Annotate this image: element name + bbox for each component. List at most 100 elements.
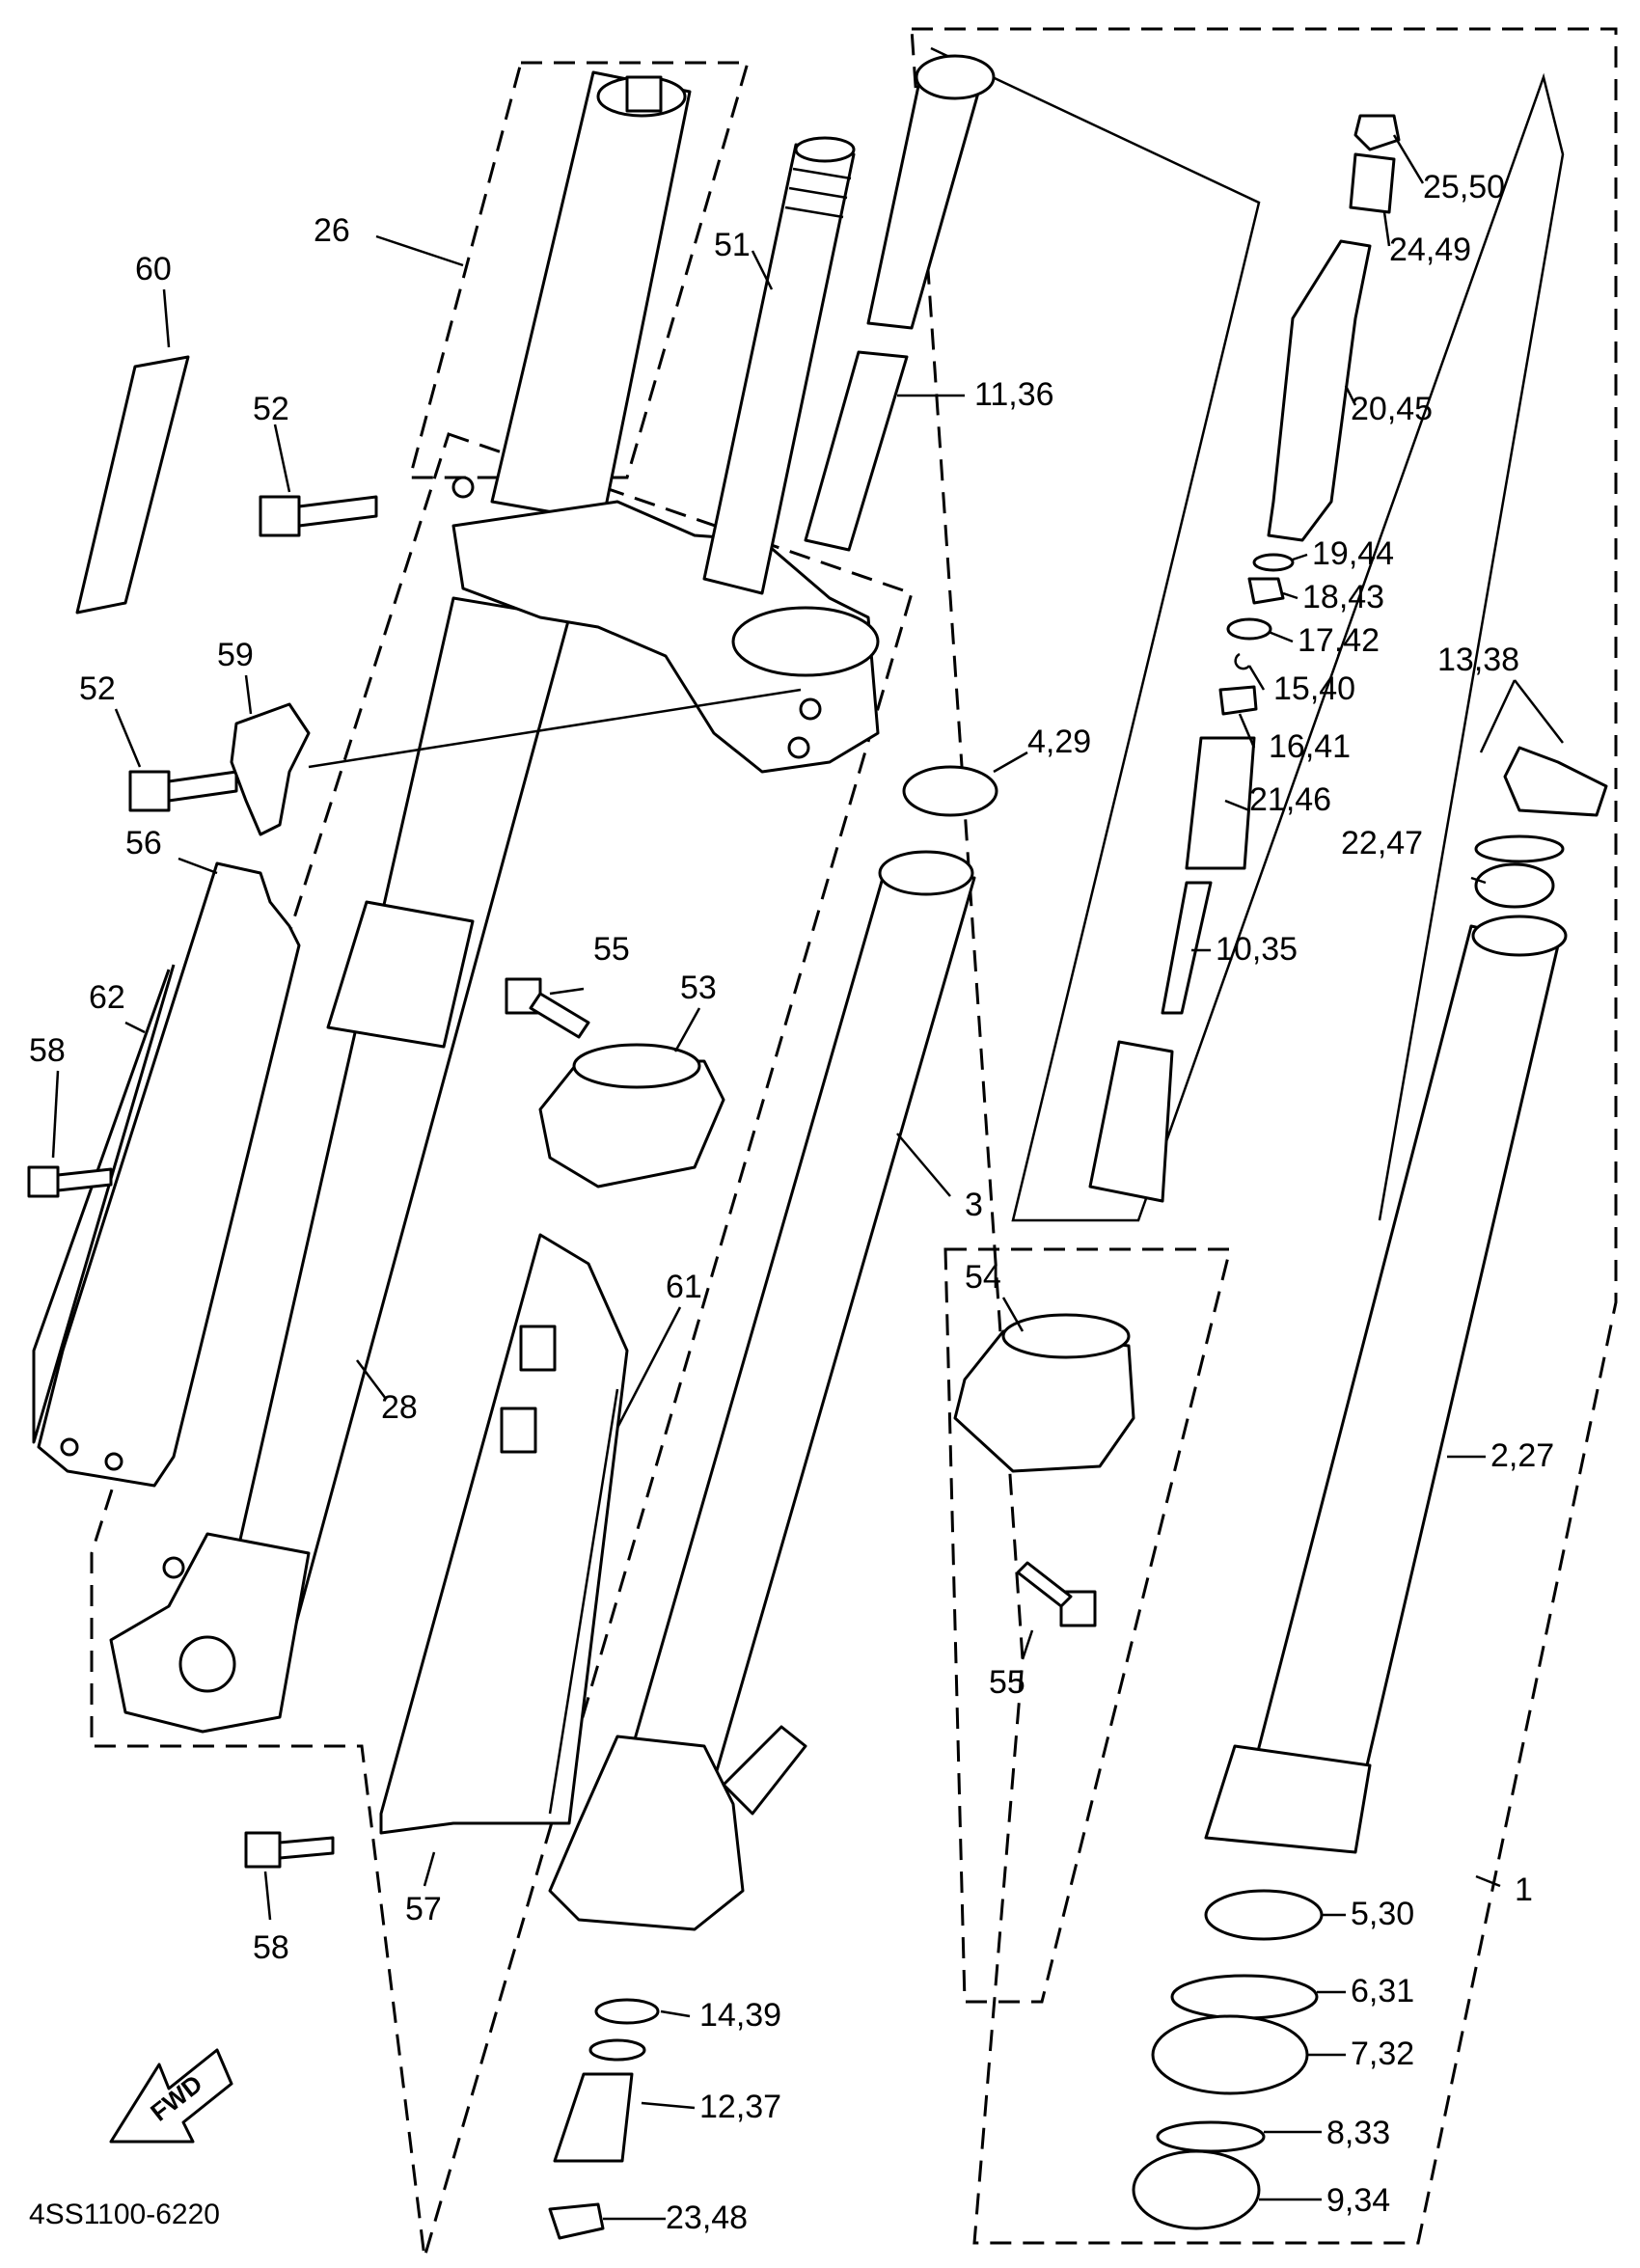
label-55b: 55 (989, 1664, 1025, 1701)
upper-bracket (451, 476, 880, 774)
label-3: 3 (965, 1187, 983, 1223)
left-fork-tube (109, 70, 692, 1734)
axle-bracket-left (109, 1532, 311, 1734)
part-10-rod (1161, 881, 1213, 1015)
tube-3-arm (722, 1725, 807, 1816)
bracket-54-ring (1001, 1313, 1131, 1359)
guard-slot-2 (500, 1407, 537, 1454)
label-16-41: 16,41 (1269, 728, 1351, 765)
leader-20-45 (1344, 385, 1357, 406)
leader-55b (1021, 1629, 1034, 1660)
label-18-43: 18,43 (1302, 579, 1384, 615)
leader-51 (751, 250, 774, 290)
inner-tube-top (794, 136, 856, 163)
boundary-bracket-54 (943, 1247, 1232, 2004)
part-17-cup (1226, 617, 1272, 641)
bolt-55-upper-shank (529, 992, 590, 1039)
leader-58b (263, 1871, 272, 1921)
leader-13-38 (1479, 679, 1564, 753)
label-7-32: 7,32 (1351, 2036, 1414, 2072)
callout-labels: 26 51 11,36 60 52 52 59 56 62 58 55 53 3… (29, 169, 1554, 2236)
leader-17-42 (1268, 630, 1294, 643)
outer-tube-upper (490, 70, 692, 523)
label-9-34: 9,34 (1326, 2182, 1390, 2219)
inner-tube-thread-3 (784, 205, 844, 219)
washer-6-31 (1170, 1974, 1319, 2020)
label-23-48: 23,48 (666, 2200, 748, 2236)
leader-14-39 (660, 2009, 691, 2018)
leader-57 (423, 1851, 436, 1887)
tube-11-lower (804, 350, 909, 552)
guard-hole-2 (104, 1452, 123, 1471)
bolt-58-upper-shank (56, 1167, 113, 1192)
label-24-49: 24,49 (1389, 232, 1471, 268)
leader-55a (549, 987, 585, 996)
leader-52a (273, 424, 291, 493)
bolt-58-lower-shank (278, 1836, 335, 1860)
tube-11-top (915, 54, 996, 100)
guard-part-60 (75, 355, 190, 615)
outer-tube-cap-bolt (625, 75, 663, 113)
lower-seals (1132, 1889, 1324, 2230)
label-12-37: 12,37 (699, 2089, 781, 2125)
clip-59 (230, 702, 311, 836)
label-52a: 52 (253, 391, 289, 427)
cartridge-outline (930, 46, 1565, 1222)
dust-seal-9-34 (1132, 2149, 1261, 2230)
inner-tube-51 (702, 136, 856, 595)
leader-59 (244, 674, 253, 715)
fwd-arrow: FWD (109, 2048, 233, 2144)
part-25-nut (1353, 114, 1401, 151)
label-55a: 55 (593, 931, 630, 968)
label-59: 59 (217, 637, 254, 673)
bracket-hole-b (787, 736, 810, 759)
guard-part-56 (37, 861, 301, 1488)
leader-61 (615, 1306, 682, 1429)
part-19-ring (1252, 553, 1295, 572)
label-2-27: 2,27 (1490, 1437, 1554, 1474)
tube-3-top (878, 850, 974, 896)
part-20-rod (1267, 239, 1372, 542)
leader-28 (356, 1359, 387, 1400)
part-15-clip (1234, 652, 1250, 670)
bracket-53-ring (572, 1043, 701, 1089)
bolt-52-upper-shank (297, 495, 378, 528)
label-52b: 52 (79, 670, 116, 707)
tube-3-axle-holder (548, 1735, 745, 1931)
part-10-base (1088, 1040, 1174, 1203)
tube-2-band (1204, 1744, 1372, 1854)
tube-band (326, 900, 475, 1049)
label-25-50: 25,50 (1423, 169, 1505, 205)
axle-hole-left (178, 1635, 236, 1693)
guard-hole-1 (60, 1437, 79, 1457)
bolt-55-lower-shank (1016, 1561, 1073, 1608)
bolt-52-upper-head (259, 495, 301, 537)
part-21-spring (1185, 736, 1256, 870)
oring-22-47-b (1474, 862, 1555, 909)
part-16-valve (1218, 685, 1258, 716)
lower-small-parts (548, 1998, 660, 2240)
label-62: 62 (89, 979, 125, 1016)
clip-8-33 (1156, 2120, 1266, 2153)
label-15-40: 15,40 (1273, 670, 1355, 707)
label-26: 26 (314, 212, 350, 249)
label-22-47: 22,47 (1341, 825, 1423, 861)
bolt-58-upper-head (27, 1165, 60, 1198)
label-5-30: 5,30 (1351, 1896, 1414, 1932)
boundary-assembly-26 (408, 61, 750, 479)
valve-12-37 (553, 2072, 634, 2163)
boundary-fork-right (910, 27, 1618, 2245)
leader-18-43 (1282, 591, 1298, 600)
guard-slot-1 (519, 1325, 557, 1372)
diagram-code: 4SS1100-6220 (29, 2199, 220, 2230)
tube-2-top (1471, 915, 1568, 957)
label-51: 51 (714, 227, 751, 263)
bracket-hole-left (162, 1556, 185, 1579)
label-58b: 58 (253, 1929, 289, 1966)
leader-lines (51, 134, 1564, 2221)
bolt-52-lower-head (128, 770, 171, 812)
part-24-collar (1349, 152, 1396, 214)
label-61: 61 (666, 1269, 702, 1305)
guard-57-body (379, 1233, 629, 1835)
label-13-38: 13,38 (1437, 642, 1519, 678)
